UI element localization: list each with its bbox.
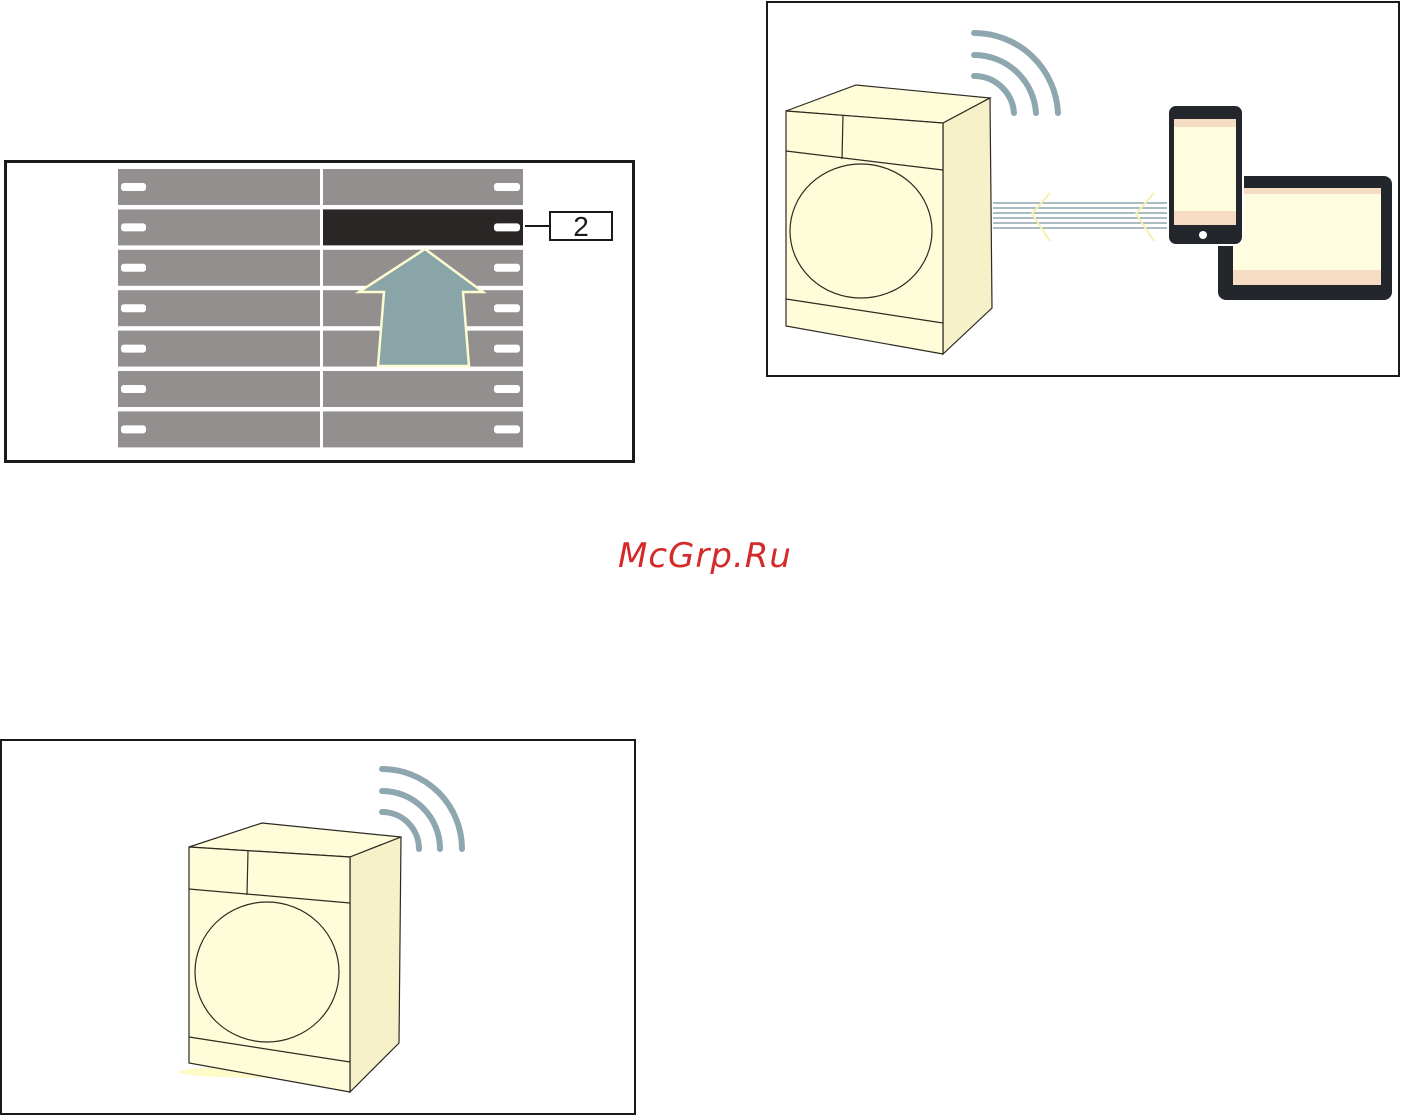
menu-row-left-indicator [121, 304, 146, 312]
menu-row[interactable] [118, 169, 523, 205]
menu-row-right-cell[interactable] [323, 371, 523, 407]
data-transfer-lines [993, 203, 1178, 228]
menu-row[interactable] [118, 371, 523, 407]
menu-row-left-indicator [121, 264, 146, 272]
menu-row-right-indicator [494, 304, 520, 312]
menu-row-left-indicator [121, 223, 146, 231]
menu-row-left-cell[interactable] [118, 169, 320, 205]
watermark-text: McGrp.Ru [600, 536, 810, 576]
menu-row-left-cell[interactable] [118, 331, 320, 367]
menu-row[interactable] [118, 209, 523, 245]
menu-row-right-indicator [494, 345, 520, 353]
menu-row-left-indicator [121, 345, 146, 353]
menu-row-right-cell[interactable] [323, 411, 523, 447]
transfer-direction-chevrons [1032, 193, 1154, 241]
dryer-wifi-graphic [2, 741, 634, 1113]
menu-row[interactable] [118, 411, 523, 447]
menu-row-right-indicator [494, 425, 520, 433]
menu-row-left-cell[interactable] [118, 290, 320, 326]
menu-row-left-cell[interactable] [118, 209, 320, 245]
menu-row-left-cell[interactable] [118, 250, 320, 286]
dryer-wifi-panel [0, 739, 636, 1115]
menu-row-left-indicator [121, 385, 146, 393]
menu-row-right-cell[interactable] [323, 169, 523, 205]
menu-row-selected-cell[interactable] [323, 209, 523, 245]
menu-row-right-indicator [494, 183, 520, 191]
connection-panel [766, 1, 1400, 377]
dryer-appliance-icon [786, 85, 992, 354]
menu-row-left-indicator [121, 183, 146, 191]
menu-row-left-cell[interactable] [118, 411, 320, 447]
callout-number-2: 2 [549, 211, 613, 241]
menu-row-right-indicator [494, 223, 520, 231]
tablet-device-icon [1218, 176, 1392, 300]
connection-graphic [768, 3, 1398, 375]
menu-row-left-indicator [121, 425, 146, 433]
menu-row-right-indicator [494, 264, 520, 272]
menu-panel: 2 [4, 160, 635, 463]
menu-list-graphic [7, 163, 632, 460]
menu-row-right-indicator [494, 385, 520, 393]
smartphone-device-icon [1168, 105, 1243, 245]
dryer-appliance-icon [178, 823, 401, 1092]
menu-row-left-cell[interactable] [118, 371, 320, 407]
